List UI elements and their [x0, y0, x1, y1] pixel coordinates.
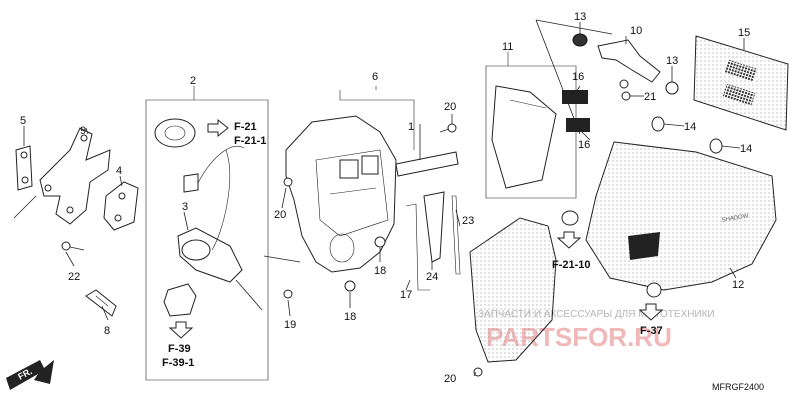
part-screwdriver-23 [451, 195, 461, 275]
label-22: 22 [68, 271, 80, 283]
label-3: 3 [182, 201, 188, 213]
label-14a: 14 [684, 121, 696, 133]
part-grommet-14-a [651, 116, 665, 132]
leader-lines [13, 19, 745, 377]
part-lock-plate-4 [103, 181, 139, 231]
part-bolt-21 [621, 91, 631, 101]
part-grommet-13-a [572, 33, 588, 47]
ref-arrow-down-3 [638, 303, 664, 321]
label-13a: 13 [574, 11, 586, 23]
reference-labels: F-21 F-21-1 F-39 F-39-1 F-21-10 F-37 [162, 121, 663, 369]
part-bolt-20-top [439, 123, 457, 133]
part-label-15 [693, 35, 789, 131]
ref-f37: F-37 [640, 325, 663, 337]
ref-arrow-down [168, 321, 194, 339]
part-tool-24 [423, 191, 445, 263]
part-grommet-center [561, 210, 579, 226]
part-strip-1 [395, 151, 459, 177]
svg-text:SHADOW: SHADOW [721, 213, 749, 224]
ref-f39: F-39 [168, 343, 191, 355]
part-grommet-13-b [665, 81, 679, 95]
part-bolt-19 [283, 289, 293, 299]
part-bolt-22 [61, 241, 85, 251]
label-10: 10 [630, 25, 642, 37]
label-18a: 18 [374, 265, 386, 277]
part-grommet-f37 [646, 282, 662, 298]
label-1: 1 [408, 121, 414, 133]
part-cover-front [469, 217, 557, 363]
ref-f21-10: F-21-10 [552, 259, 591, 271]
part-sticker-16-b [566, 118, 590, 132]
part-cap-bottom [163, 283, 197, 317]
label-12: 12 [732, 279, 744, 291]
part-sticker-16-a [562, 90, 588, 104]
label-11: 11 [502, 41, 513, 53]
ref-f21-1: F-21-1 [234, 135, 266, 147]
label-4: 4 [116, 165, 122, 177]
label-6: 6 [372, 71, 378, 83]
group-box-ignition [145, 99, 269, 381]
label-5: 5 [20, 115, 26, 127]
label-8: 8 [104, 325, 110, 337]
label-18b: 18 [344, 311, 356, 323]
part-panel-11 [491, 85, 557, 189]
part-bolt-18-a [374, 236, 386, 248]
label-2: 2 [190, 75, 196, 87]
label-24: 24 [426, 271, 438, 283]
part-cap-2 [154, 118, 196, 148]
label-21: 21 [644, 91, 656, 103]
part-box-6 [285, 115, 397, 273]
label-9: 9 [80, 125, 86, 137]
ref-arrow-down-2 [556, 231, 582, 249]
ref-arrow-right [207, 118, 229, 138]
part-side-cover-12: SHADOW [585, 141, 777, 291]
watermark-caption: ЗАПЧАСТИ И АКСЕССУАРЫ ДЛЯ МОТОТЕХНИКИ [478, 309, 715, 320]
part-bolt-18-b [344, 280, 356, 292]
part-bolt-20-left [283, 177, 293, 187]
label-16a: 16 [572, 71, 584, 83]
part-hexkey-17 [405, 203, 430, 291]
label-17: 17 [400, 289, 412, 301]
ref-f21: F-21 [234, 121, 257, 133]
label-19: 19 [284, 319, 296, 331]
part-ignition-3 [177, 146, 245, 283]
diagram-code: MFRGF2400 [712, 382, 764, 392]
part-key-8 [85, 289, 117, 317]
part-bracket-10 [597, 39, 661, 89]
label-16b: 16 [578, 139, 590, 151]
label-14b: 14 [740, 143, 752, 155]
label-20a: 20 [444, 101, 456, 113]
label-23: 23 [462, 215, 474, 227]
part-plate-5 [15, 145, 33, 191]
label-15: 15 [738, 27, 750, 39]
label-13b: 13 [666, 55, 678, 67]
label-20c: 20 [444, 373, 456, 385]
part-bolt-20-bottom [473, 367, 483, 377]
part-number-labels: 2 3 4 5 6 8 9 10 11 12 13 13 14 14 15 16… [20, 11, 752, 385]
ref-f39-1: F-39-1 [162, 357, 194, 369]
direction-arrow: FR. [6, 360, 54, 390]
part-bracket-9 [39, 127, 111, 225]
group-box-11 [485, 65, 577, 199]
label-20b: 20 [274, 209, 286, 221]
part-grommet-14-b [709, 138, 723, 154]
